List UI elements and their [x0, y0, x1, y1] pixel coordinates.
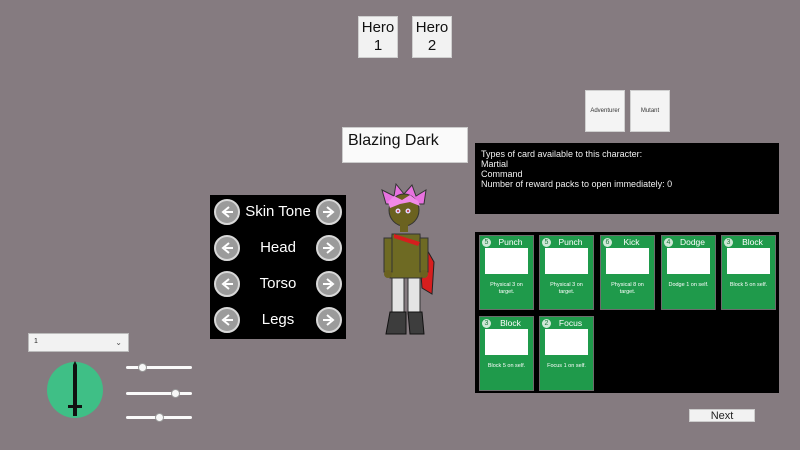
card-description: Physical 3 on target.	[550, 282, 583, 295]
hero-1-number: 1	[373, 37, 383, 54]
slider-1[interactable]	[126, 363, 192, 372]
card-art	[606, 248, 649, 274]
card-cost: 3	[482, 319, 491, 328]
slider-3-thumb[interactable]	[154, 413, 164, 422]
info-line: Martial	[481, 159, 509, 169]
class-adventurer-button[interactable]: Adventurer	[585, 90, 625, 132]
card[interactable]: 2 Focus Focus 1 on self.	[539, 316, 594, 391]
card-title: Focus	[558, 318, 583, 328]
class-mutant-button[interactable]: Mutant	[630, 90, 670, 132]
card-art	[545, 329, 588, 355]
card-cost: 3	[724, 238, 733, 247]
card-description: Focus 1 on self.	[547, 363, 586, 369]
card-cost: 2	[542, 319, 551, 328]
torso-label: Torso	[259, 275, 297, 292]
slider-1-thumb[interactable]	[138, 363, 147, 372]
hero-2-label: Hero	[415, 19, 449, 36]
card-cost: 6	[603, 238, 612, 247]
card-title: Punch	[498, 237, 523, 247]
character-name-field[interactable]: Blazing Dark	[342, 127, 468, 163]
hero-1-label: Hero	[361, 19, 395, 36]
slider-2-thumb[interactable]	[171, 389, 180, 398]
character-info-panel: Types of card available to this characte…	[475, 143, 779, 214]
head-row: Head	[210, 231, 346, 267]
card[interactable]: 6 Kick Physical 8 on target.	[600, 235, 655, 310]
card-art	[485, 248, 528, 274]
slider-3[interactable]	[126, 413, 192, 422]
character-sprite	[381, 182, 435, 335]
card-cost: 5	[542, 238, 551, 247]
chevron-down-icon: ⌄	[115, 338, 122, 347]
card-title: Kick	[623, 237, 640, 247]
torso-next-button[interactable]	[316, 271, 342, 297]
skin-tone-prev-button[interactable]	[214, 199, 240, 225]
card[interactable]: 3 Block Block 5 on self.	[479, 316, 534, 391]
card-description: Block 5 on self.	[729, 282, 768, 288]
card-title: Block	[742, 237, 763, 247]
card-title: Dodge	[679, 237, 706, 247]
legs-row: Legs	[210, 303, 346, 339]
slider-2[interactable]	[126, 389, 192, 398]
info-line: Number of reward packs to open immediate…	[481, 179, 673, 189]
next-button[interactable]: Next	[689, 409, 755, 422]
card-description: Physical 8 on target.	[611, 282, 644, 295]
card-deck-panel: 5 Punch Physical 3 on target. 5 Punch Ph…	[475, 232, 779, 393]
card-cost: 4	[664, 238, 673, 247]
torso-prev-button[interactable]	[214, 271, 240, 297]
card-art	[545, 248, 588, 274]
card[interactable]: 3 Block Block 5 on self.	[721, 235, 776, 310]
card[interactable]: 5 Punch Physical 3 on target.	[479, 235, 534, 310]
card-description: Block 5 on self.	[487, 363, 526, 369]
head-prev-button[interactable]	[214, 235, 240, 261]
head-label: Head	[260, 239, 296, 256]
card[interactable]: 5 Punch Physical 3 on target.	[539, 235, 594, 310]
card-description: Physical 3 on target.	[490, 282, 523, 295]
hero-2-number: 2	[427, 37, 437, 54]
card[interactable]: 4 Dodge Dodge 1 on self.	[661, 235, 716, 310]
torso-row: Torso	[210, 267, 346, 303]
legs-label: Legs	[261, 311, 295, 328]
sword-dial[interactable]	[46, 361, 106, 421]
card-title: Block	[500, 318, 521, 328]
card-title: Punch	[558, 237, 583, 247]
card-art	[485, 329, 528, 355]
skin-tone-row: Skin Tone	[210, 195, 346, 231]
card-description: Dodge 1 on self.	[668, 282, 709, 288]
customization-panel: Skin Tone Head Torso Legs	[210, 195, 346, 339]
legs-next-button[interactable]	[316, 307, 342, 333]
legs-prev-button[interactable]	[214, 307, 240, 333]
count-dropdown[interactable]: 1 ⌄	[28, 333, 129, 352]
info-line: Types of card available to this characte…	[481, 149, 643, 159]
card-art	[727, 248, 770, 274]
info-line: Command	[481, 169, 523, 179]
card-art	[667, 248, 710, 274]
card-cost: 5	[482, 238, 491, 247]
skin-tone-next-button[interactable]	[316, 199, 342, 225]
dropdown-value: 1	[34, 338, 38, 345]
skin-tone-label: Skin Tone	[245, 203, 311, 220]
head-next-button[interactable]	[316, 235, 342, 261]
